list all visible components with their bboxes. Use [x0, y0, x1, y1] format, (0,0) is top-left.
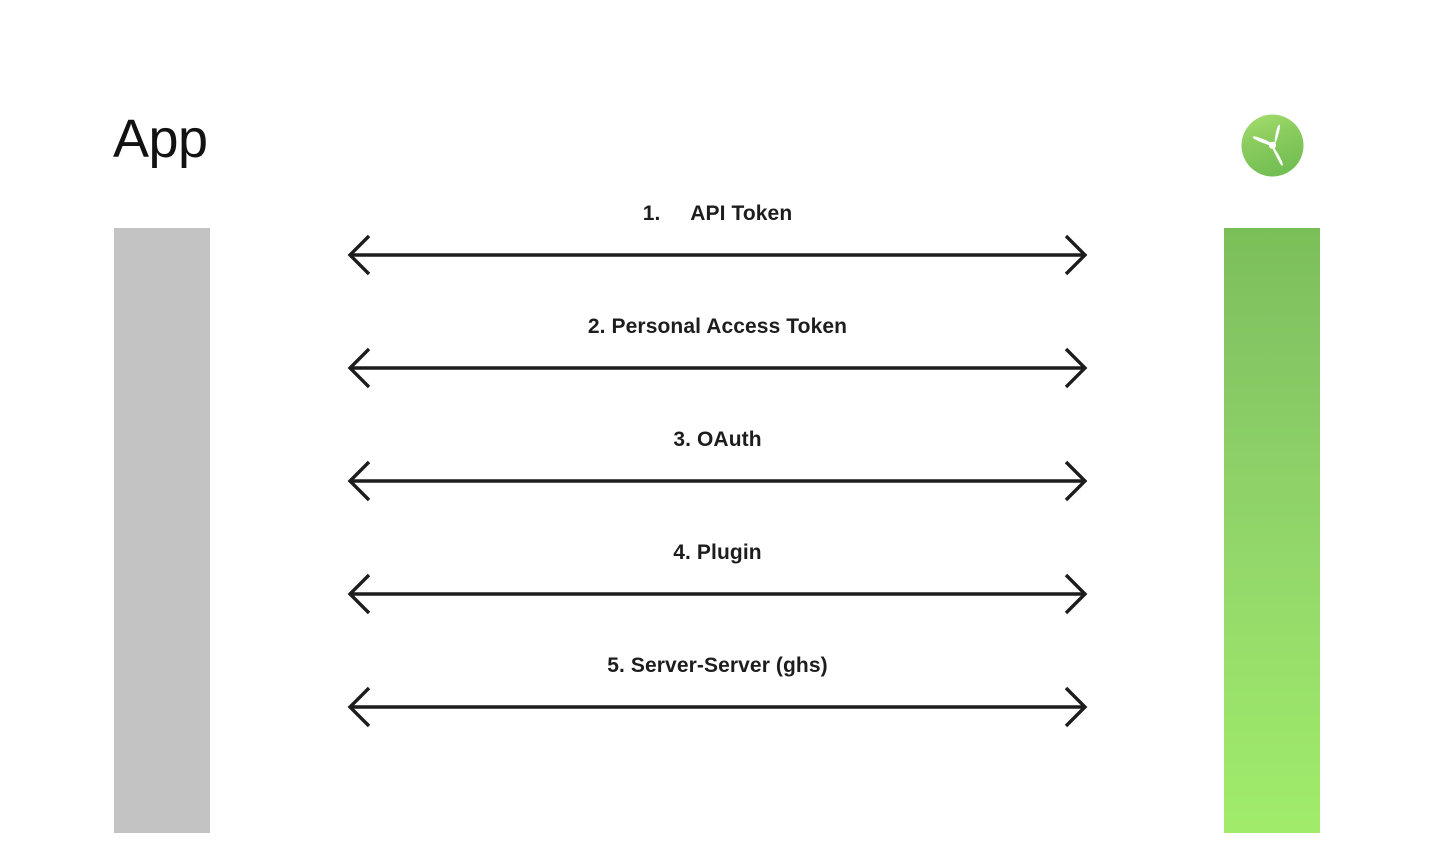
message-label: 3. OAuth	[673, 428, 762, 451]
message-row: 1. API Token	[345, 203, 1090, 277]
double-headed-arrow-icon	[345, 685, 1090, 729]
propeller-logo-icon	[1240, 113, 1305, 178]
message-row: 5. Server-Server (ghs)	[345, 655, 1090, 729]
message-label: 1. API Token	[642, 202, 793, 225]
message-row: 2. Personal Access Token	[345, 316, 1090, 390]
double-headed-arrow-icon	[345, 572, 1090, 616]
message-label: 4. Plugin	[673, 541, 762, 564]
double-headed-arrow-icon	[345, 233, 1090, 277]
double-headed-arrow-icon	[345, 459, 1090, 503]
double-headed-arrow-icon	[345, 346, 1090, 390]
message-row: 3. OAuth	[345, 429, 1090, 503]
app-lifeline-bar	[114, 228, 210, 833]
message-label: 5. Server-Server (ghs)	[607, 654, 828, 677]
service-lifeline-bar	[1224, 228, 1320, 833]
message-row: 4. Plugin	[345, 542, 1090, 616]
message-label: 2. Personal Access Token	[587, 315, 848, 338]
page-title: App	[113, 109, 208, 169]
